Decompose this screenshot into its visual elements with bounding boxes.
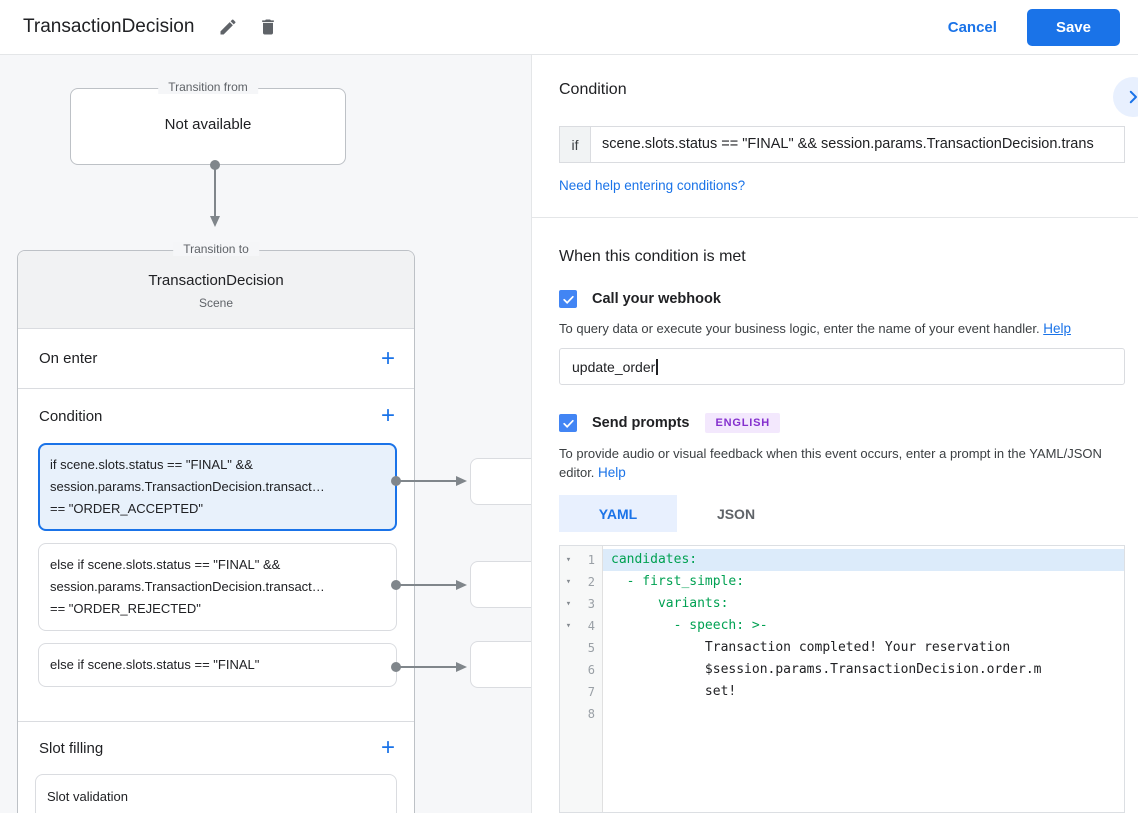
edit-title-button[interactable] [214,13,242,41]
condition-text-line: session.params.TransactionDecision.trans… [50,479,325,494]
code-line[interactable]: - first_simple: [611,574,745,589]
condition-section: Condition + if scene.slots.status == "FI… [18,389,414,722]
slot-validation-card[interactable]: Slot validation [35,774,397,813]
condition-label: Condition [39,407,103,425]
scene-card: TransactionDecision Scene On enter + Con… [18,251,414,813]
transition-from-legend: Transition from [158,80,258,94]
transition-from-status: Not available [164,116,252,133]
line-number: 2 [587,575,595,589]
condition-card[interactable]: else if scene.slots.status == "FINAL" [38,643,397,687]
transition-to-box: Transition to TransactionDecision Scene … [17,242,415,813]
panel-condition-title: Condition [559,81,627,98]
transition-to-legend: Transition to [173,242,259,256]
editor-gutter: ▾ 1 ▾ 2 ▾ 3 ▾ 4 5 6 7 8 [560,546,603,812]
code-line[interactable]: $session.params.TransactionDecision.orde… [611,662,1042,677]
condition-section-header: Condition + [18,389,414,443]
line-number: 1 [587,553,595,567]
add-on-enter-button[interactable]: + [376,346,400,371]
scene-type-label: Scene [198,296,234,310]
prompts-help-link[interactable]: Help [598,465,626,480]
condition-text-line: if scene.slots.status == "FINAL" && [50,457,253,472]
yaml-code-editor[interactable]: ▾ 1 ▾ 2 ▾ 3 ▾ 4 5 6 7 8 candidates: - first_… [559,545,1125,813]
webhook-description: To query data or execute your business l… [559,319,1111,338]
tab-yaml[interactable]: YAML [559,495,677,532]
code-line[interactable]: set! [611,684,737,699]
code-line[interactable]: Transaction completed! Your reservation [611,640,1011,655]
line-number: 3 [587,597,595,611]
when-met-title: When this condition is met [559,248,746,265]
line-number: 7 [587,685,595,699]
line-number: 8 [587,707,595,721]
tab-json[interactable]: JSON [716,505,756,522]
webhook-description-text: To query data or execute your business l… [559,321,1040,336]
slot-filling-label: Slot filling [39,739,104,757]
pencil-icon [220,19,236,35]
condition-text-line: else if scene.slots.status == "FINAL" [50,657,260,672]
condition-header-section: Condition if scene.slots.status == "FINA… [532,55,1138,218]
code-line[interactable]: candidates: [603,549,1124,571]
if-prefix-label: if [560,127,591,162]
condition-text-line: else if scene.slots.status == "FINAL" && [50,557,281,572]
add-slot-button[interactable]: + [376,736,400,760]
send-prompts-label: Send prompts [592,415,690,431]
scene-editor-canvas: Transition from Not available Transition… [0,55,1138,813]
condition-detail-panel: Condition if scene.slots.status == "FINA… [531,55,1138,813]
condition-text-line: == "ORDER_ACCEPTED" [50,501,203,516]
slot-filling-section-header: Slot filling + [18,722,414,774]
text-cursor [656,358,658,375]
webhook-help-link[interactable]: Help [1043,321,1071,336]
fold-arrow-icon[interactable]: ▾ [565,621,572,631]
collapse-panel-button[interactable] [1113,77,1138,117]
call-webhook-checkbox[interactable] [559,290,577,308]
checkmark-icon [562,419,574,428]
webhook-handler-value: update_order [572,358,656,375]
call-webhook-label: Call your webhook [592,291,721,307]
prompts-description-text: To provide audio or visual feedback when… [559,446,1102,480]
scene-card-header: TransactionDecision Scene [18,251,414,329]
condition-expression-value[interactable]: scene.slots.status == "FINAL" && session… [602,136,1094,152]
add-condition-button[interactable]: + [376,404,400,428]
send-prompts-checkbox[interactable] [559,414,577,432]
code-line[interactable]: - speech: >- [611,618,768,633]
transition-from-box: Transition from Not available [70,80,346,165]
code-line[interactable]: variants: [611,596,729,611]
fold-arrow-icon[interactable]: ▾ [565,577,572,587]
condition-expression-input[interactable]: if scene.slots.status == "FINAL" && sess… [559,126,1125,163]
header-actions: Cancel Save [947,8,1122,46]
call-webhook-row: Call your webhook [559,290,1111,308]
language-badge: ENGLISH [705,413,780,433]
when-condition-met-section: When this condition is met Call your web… [532,218,1138,813]
send-prompts-row: Send prompts ENGLISH [559,413,1111,433]
scene-name: TransactionDecision [148,272,284,289]
delete-scene-button[interactable] [254,13,282,41]
top-bar: TransactionDecision Cancel Save [0,0,1138,55]
code-line[interactable] [603,703,1124,725]
chevron-right-icon [1129,90,1137,104]
line-number: 4 [587,619,595,633]
editor-code-area[interactable]: candidates: - first_simple: variants: - … [603,546,1124,812]
condition-help-link[interactable]: Need help entering conditions? [559,178,746,193]
condition-card-selected[interactable]: if scene.slots.status == "FINAL" && sess… [38,443,397,531]
on-enter-section: On enter + [18,329,414,389]
fold-arrow-icon[interactable]: ▾ [565,599,572,609]
prompts-description: To provide audio or visual feedback when… [559,444,1111,482]
on-enter-label: On enter [39,350,98,367]
cancel-button[interactable]: Cancel [947,18,997,36]
condition-text-line: session.params.TransactionDecision.trans… [50,579,325,594]
condition-card[interactable]: else if scene.slots.status == "FINAL" &&… [38,543,397,631]
editor-format-tabs: YAML JSON [559,495,1111,532]
line-number: 6 [587,663,595,677]
fold-arrow-icon[interactable]: ▾ [565,555,572,565]
line-number: 5 [587,641,595,655]
condition-text-line: == "ORDER_REJECTED" [50,601,201,616]
save-button[interactable]: Save [1026,8,1120,46]
webhook-handler-input[interactable]: update_order [559,348,1125,385]
trash-icon [262,19,275,35]
checkmark-icon [562,295,574,304]
page-title: TransactionDecision [23,16,195,37]
